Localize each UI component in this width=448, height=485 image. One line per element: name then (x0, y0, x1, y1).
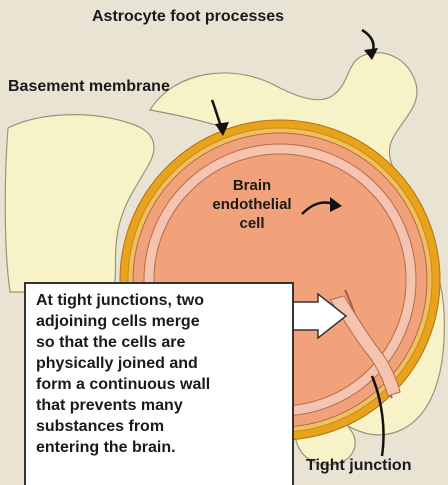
astrocyte-foot-processes-label: Astrocyte foot processes (92, 8, 284, 26)
callout-line: substances from (36, 416, 282, 437)
callout-line: entering the brain. (36, 437, 282, 458)
callout-line: so that the cells are (36, 332, 282, 353)
callout-line: physically joined and (36, 353, 282, 374)
endothelial-label-line: cell (206, 214, 298, 233)
tight-junction-label: Tight junction (306, 457, 411, 475)
endothelial-label-line: endothelial (206, 195, 298, 214)
callout-line: At tight junctions, two (36, 290, 282, 311)
callout-line: adjoining cells merge (36, 311, 282, 332)
tight-junction-callout: At tight junctions, two adjoining cells … (24, 282, 294, 485)
callout-line: that prevents many (36, 395, 282, 416)
brain-endothelial-cell-label: Brain endothelial cell (206, 176, 298, 233)
basement-membrane-label: Basement membrane (8, 78, 170, 96)
callout-line: form a continuous wall (36, 374, 282, 395)
endothelial-label-line: Brain (206, 176, 298, 195)
